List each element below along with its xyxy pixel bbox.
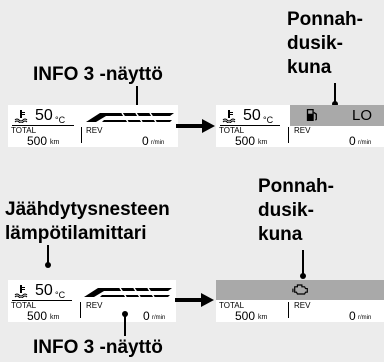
total-label: TOTAL (219, 126, 245, 135)
panel-divider (288, 127, 289, 143)
coolant-temp-icon (14, 110, 28, 123)
info3-label-top: INFO 3 -näyttö (33, 64, 163, 85)
total-label: TOTAL (11, 301, 37, 310)
fuel-leader-bottom (302, 250, 304, 276)
fuel-label-top: Ponnah- dusik- kuna (287, 8, 363, 80)
odo-value: 500 (27, 134, 48, 148)
total-label: TOTAL (219, 301, 245, 310)
fuel-level: LO (352, 107, 373, 124)
rev-value: 0 (349, 309, 356, 323)
rev-label: REV (86, 126, 103, 135)
odo-unit: km (50, 314, 60, 321)
temp-underline (220, 125, 280, 126)
rev-label: REV (86, 301, 103, 310)
odo-value: 500 (235, 134, 256, 148)
coolant-label-line1: Jäähdytysnesteen (5, 199, 170, 220)
display-panel-top-left: 50 °C TOTAL 500 km REV 0 r/min (8, 105, 178, 147)
fuel-leader-top (334, 83, 336, 103)
fuel-label-bottom-line1: Ponnah- (258, 176, 334, 197)
fuel-label-bottom: Ponnah- dusik- kuna (258, 175, 334, 247)
arrow-right-icon (175, 293, 214, 307)
temp-unit: °C (263, 115, 274, 125)
fuel-label-top-line2: dusik- (287, 33, 343, 54)
temp-value: 50 (243, 107, 261, 124)
display-panel-top-right: 50 °C TOTAL 500 km LO REV 0 r/min (216, 105, 384, 147)
rev-unit: r/min (358, 140, 372, 146)
fuel-label-bottom-line3: kuna (258, 224, 303, 245)
odo-value: 500 (235, 309, 256, 323)
rev-unit: r/min (152, 315, 166, 321)
fuel-label-top-line3: kuna (287, 57, 332, 78)
panel-divider (288, 302, 289, 318)
coolant-leader (47, 245, 49, 265)
odo-unit: km (258, 139, 268, 146)
rev-label: REV (294, 126, 311, 135)
temp-unit: °C (55, 115, 66, 125)
total-label: TOTAL (11, 126, 37, 135)
info3-leader-top (136, 86, 138, 118)
rev-value: 0 (142, 134, 149, 148)
engine-check-icon (292, 284, 308, 295)
temp-value: 50 (35, 107, 53, 124)
fuel-dot-top (332, 101, 338, 107)
panel-divider (81, 127, 82, 143)
info3-leader-bottom (124, 314, 126, 336)
coolant-temp-icon (222, 110, 236, 123)
temp-underline (12, 300, 72, 301)
fuel-label-top-line1: Ponnah- (287, 9, 363, 30)
panel-divider (80, 302, 81, 318)
display-panel-bottom-left: 50 °C TOTAL 500 km REV 0 r/min (8, 280, 176, 322)
coolant-dot (45, 262, 51, 268)
odo-value: 500 (27, 309, 48, 323)
info3-label-bottom: INFO 3 -näyttö (33, 337, 163, 358)
coolant-label: Jäähdytysnesteen lämpötilamittari (5, 198, 170, 246)
display-panel-bottom-right: TOTAL 500 km REV 0 r/min (216, 280, 384, 322)
arrow-right-icon (176, 119, 215, 133)
temp-value: 50 (35, 282, 53, 299)
rev-unit: r/min (151, 140, 165, 146)
fuel-pump-icon (306, 109, 317, 121)
odo-unit: km (258, 314, 268, 321)
temp-unit: °C (55, 290, 66, 300)
rev-value: 0 (143, 309, 150, 323)
cbr-logo (84, 287, 172, 298)
odo-unit: km (50, 139, 60, 146)
fuel-gauge-bar: LO (290, 105, 384, 126)
rev-value: 0 (349, 134, 356, 148)
rev-unit: r/min (358, 315, 372, 321)
coolant-label-line2: lämpötilamittari (5, 223, 147, 244)
warning-bar (216, 280, 384, 300)
fuel-dot-bottom (300, 273, 306, 279)
rev-label: REV (294, 301, 311, 310)
coolant-temp-icon (14, 285, 28, 298)
cbr-logo (86, 112, 174, 123)
temp-underline (12, 125, 74, 126)
fuel-label-bottom-line2: dusik- (258, 200, 314, 221)
